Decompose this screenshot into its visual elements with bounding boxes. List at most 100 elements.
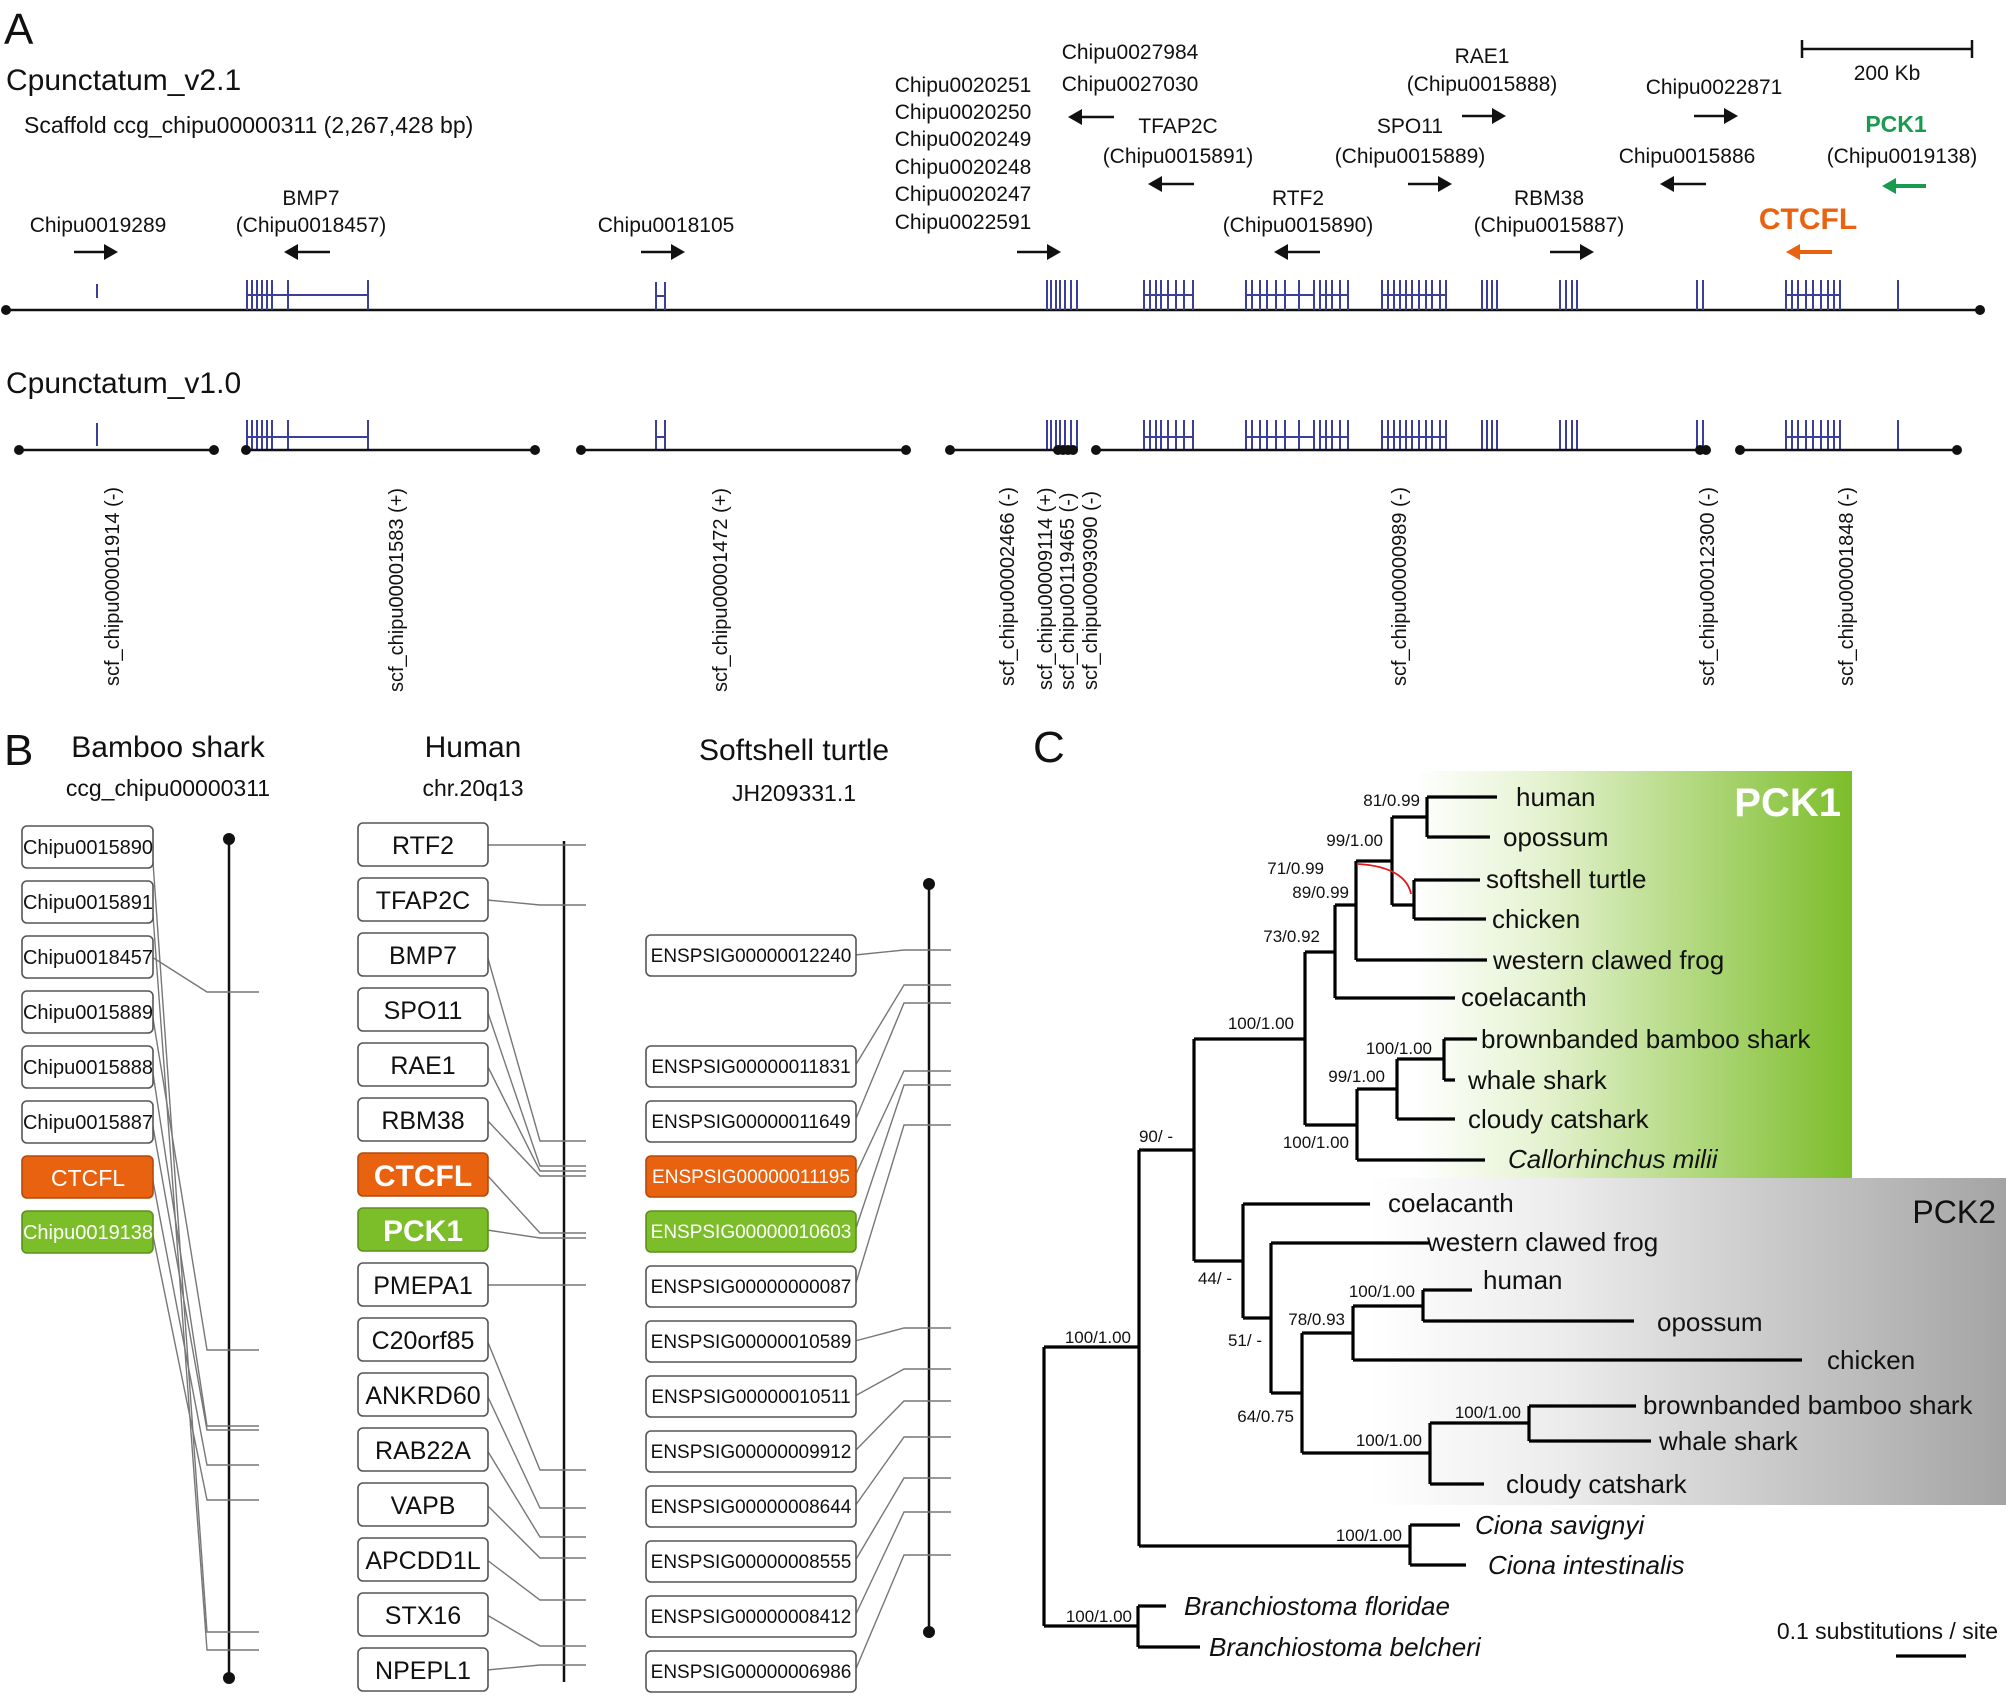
gene-label-rtf2: RTF2 [1272, 187, 1324, 210]
scaffold-v21-track [1, 280, 1985, 315]
turtle-gene: ENSPSIG00000000087 [651, 1277, 852, 1298]
tip-label: Branchiostoma belcheri [1209, 1632, 1482, 1662]
scf-label: scf_chipu00093090 (-) [1080, 491, 1102, 690]
panel-a-letter: A [4, 5, 34, 54]
tip-label: opossum [1503, 822, 1609, 852]
scf-label: scf_chipu00001914 (-) [102, 487, 124, 686]
turtle-title: Softshell turtle [699, 734, 889, 767]
annotation-pointer [1357, 863, 1412, 895]
arrow-right-icon [74, 244, 118, 260]
shark-gene-boxes: Chipu0015890 Chipu0015891 Chipu0018457 C… [21, 825, 154, 1254]
gene-label-chipu0019138: (Chipu0019138) [1827, 145, 1978, 168]
panel-c-letter: C [1033, 723, 1065, 772]
tip-label: brownbanded bamboo shark [1643, 1390, 1974, 1420]
turtle-gene-ctcfl: ENSPSIG00000011195 [652, 1167, 850, 1188]
tip-label: Branchiostoma floridae [1184, 1591, 1450, 1621]
arrow-right-icon [641, 244, 685, 260]
tip-label: Callorhinchus milii [1508, 1144, 1719, 1174]
tip-label: brownbanded bamboo shark [1481, 1024, 1812, 1054]
human-gene: PMEPA1 [373, 1272, 473, 1300]
shark-gene: Chipu0015888 [23, 1057, 153, 1079]
tip-label: whale shark [1467, 1065, 1608, 1095]
gene-label-chipu0020251: Chipu0020251 [895, 74, 1032, 97]
support-value: 100/1.00 [1349, 1282, 1415, 1301]
human-gene: RBM38 [381, 1107, 464, 1135]
gene-label-chipu0015890: (Chipu0015890) [1223, 214, 1374, 237]
human-gene: BMP7 [389, 942, 457, 970]
gene-label-chipu0020250: Chipu0020250 [895, 101, 1032, 124]
shark-gene: Chipu0015891 [23, 892, 153, 914]
support-value: 44/ - [1198, 1269, 1232, 1288]
shark-subtitle: ccg_chipu00000311 [66, 775, 270, 801]
scf-label: scf_chipu00001583 (+) [386, 488, 408, 692]
tip-label: human [1516, 782, 1596, 812]
pck2-clade-highlight [1370, 1178, 2006, 1505]
gene-label-chipu0027030: Chipu0027030 [1062, 73, 1199, 96]
panel-a: A Cpunctatum_v2.1 Scaffold ccg_chipu0000… [1, 5, 1985, 692]
human-subtitle: chr.20q13 [422, 775, 523, 801]
arrow-right-icon [1550, 244, 1594, 260]
turtle-gene: ENSPSIG00000010589 [651, 1332, 852, 1353]
panel-b-letter: B [4, 726, 33, 775]
gene-label-chipu0015891: (Chipu0015891) [1103, 145, 1254, 168]
support-value: 81/0.99 [1363, 791, 1420, 810]
panel-c: C PCK1 PCK2 [1033, 723, 2006, 1662]
scf-label: scf_chipu00119465 (-) [1057, 492, 1079, 690]
arrow-left-icon [1148, 176, 1194, 192]
tip-label: softshell turtle [1486, 864, 1646, 894]
tip-label: coelacanth [1388, 1188, 1514, 1218]
support-value: 99/1.00 [1326, 831, 1383, 850]
scaffold-label: Scaffold ccg_chipu00000311 (2,267,428 bp… [24, 112, 473, 138]
turtle-gene: ENSPSIG00000010511 [651, 1387, 850, 1408]
gene-label-chipu0018105: Chipu0018105 [598, 214, 735, 237]
panel-b: B Bamboo shark ccg_chipu00000311 Human c… [4, 726, 951, 1693]
human-gene-ctcfl: CTCFL [374, 1160, 472, 1193]
turtle-subtitle: JH209331.1 [732, 780, 856, 806]
human-gene: RTF2 [392, 832, 454, 860]
turtle-gene-pck1: ENSPSIG00000010603 [651, 1222, 852, 1243]
support-value: 100/1.00 [1065, 1328, 1131, 1347]
gene-label-rae1: RAE1 [1455, 45, 1510, 68]
turtle-gene: ENSPSIG00000011649 [651, 1112, 850, 1133]
support-value: 99/1.00 [1328, 1067, 1385, 1086]
human-gene-pck1: PCK1 [383, 1215, 463, 1248]
arrow-left-icon [1660, 176, 1706, 192]
tip-label: opossum [1657, 1307, 1763, 1337]
tip-label: human [1483, 1265, 1563, 1295]
gene-models-v21 [96, 280, 1899, 310]
pck1-clade-label: PCK1 [1734, 781, 1841, 825]
gene-label-chipu0020248: Chipu0020248 [895, 156, 1032, 179]
support-value: 71/0.99 [1267, 859, 1324, 878]
tip-labels: human opossum softshell turtle chicken w… [1184, 782, 1974, 1662]
support-value: 100/1.00 [1066, 1607, 1132, 1626]
turtle-gene: ENSPSIG00000006986 [651, 1662, 852, 1683]
human-gene: NPEPL1 [375, 1657, 471, 1685]
turtle-gene: ENSPSIG00000011831 [651, 1057, 850, 1078]
scf-label: scf_chipu00000989 (-) [1389, 487, 1411, 686]
human-gene-boxes: RTF2 TFAP2C BMP7 SPO11 RAE1 RBM38 CTCFL … [357, 822, 489, 1692]
arrow-left-icon [284, 244, 330, 260]
gene-label-bmp7: BMP7 [282, 187, 339, 210]
gene-label-ctcfl: CTCFL [1759, 203, 1857, 236]
human-gene: ANKRD60 [365, 1382, 480, 1410]
v10-title: Cpunctatum_v1.0 [6, 367, 241, 400]
tree-scale-label: 0.1 substitutions / site [1777, 1618, 1998, 1644]
scf-label: scf_chipu00001472 (+) [710, 488, 732, 692]
support-value: 90/ - [1139, 1127, 1173, 1146]
scf-label: scf_chipu00009114 (+) [1035, 487, 1057, 690]
tip-label: chicken [1827, 1345, 1915, 1375]
gene-label-chipu0022871: Chipu0022871 [1646, 76, 1783, 99]
support-value: 100/1.00 [1283, 1133, 1349, 1152]
shark-gene-pck1: Chipu0019138 [23, 1222, 153, 1244]
shark-gene: Chipu0015889 [23, 1002, 153, 1024]
turtle-gene: ENSPSIG00000012240 [651, 946, 852, 967]
arrows-v21 [74, 108, 1926, 260]
turtle-gene: ENSPSIG00000008412 [651, 1607, 852, 1628]
support-value: 73/0.92 [1263, 927, 1320, 946]
gene-label-chipu0015889: (Chipu0015889) [1335, 145, 1486, 168]
scf-label: scf_chipu00012300 (-) [1697, 487, 1719, 686]
shark-gene-ctcfl: CTCFL [51, 1165, 125, 1191]
tip-label: western clawed frog [1426, 1227, 1658, 1257]
v10-scaffold-labels: scf_chipu00001914 (-) scf_chipu00001583 … [102, 487, 1858, 692]
